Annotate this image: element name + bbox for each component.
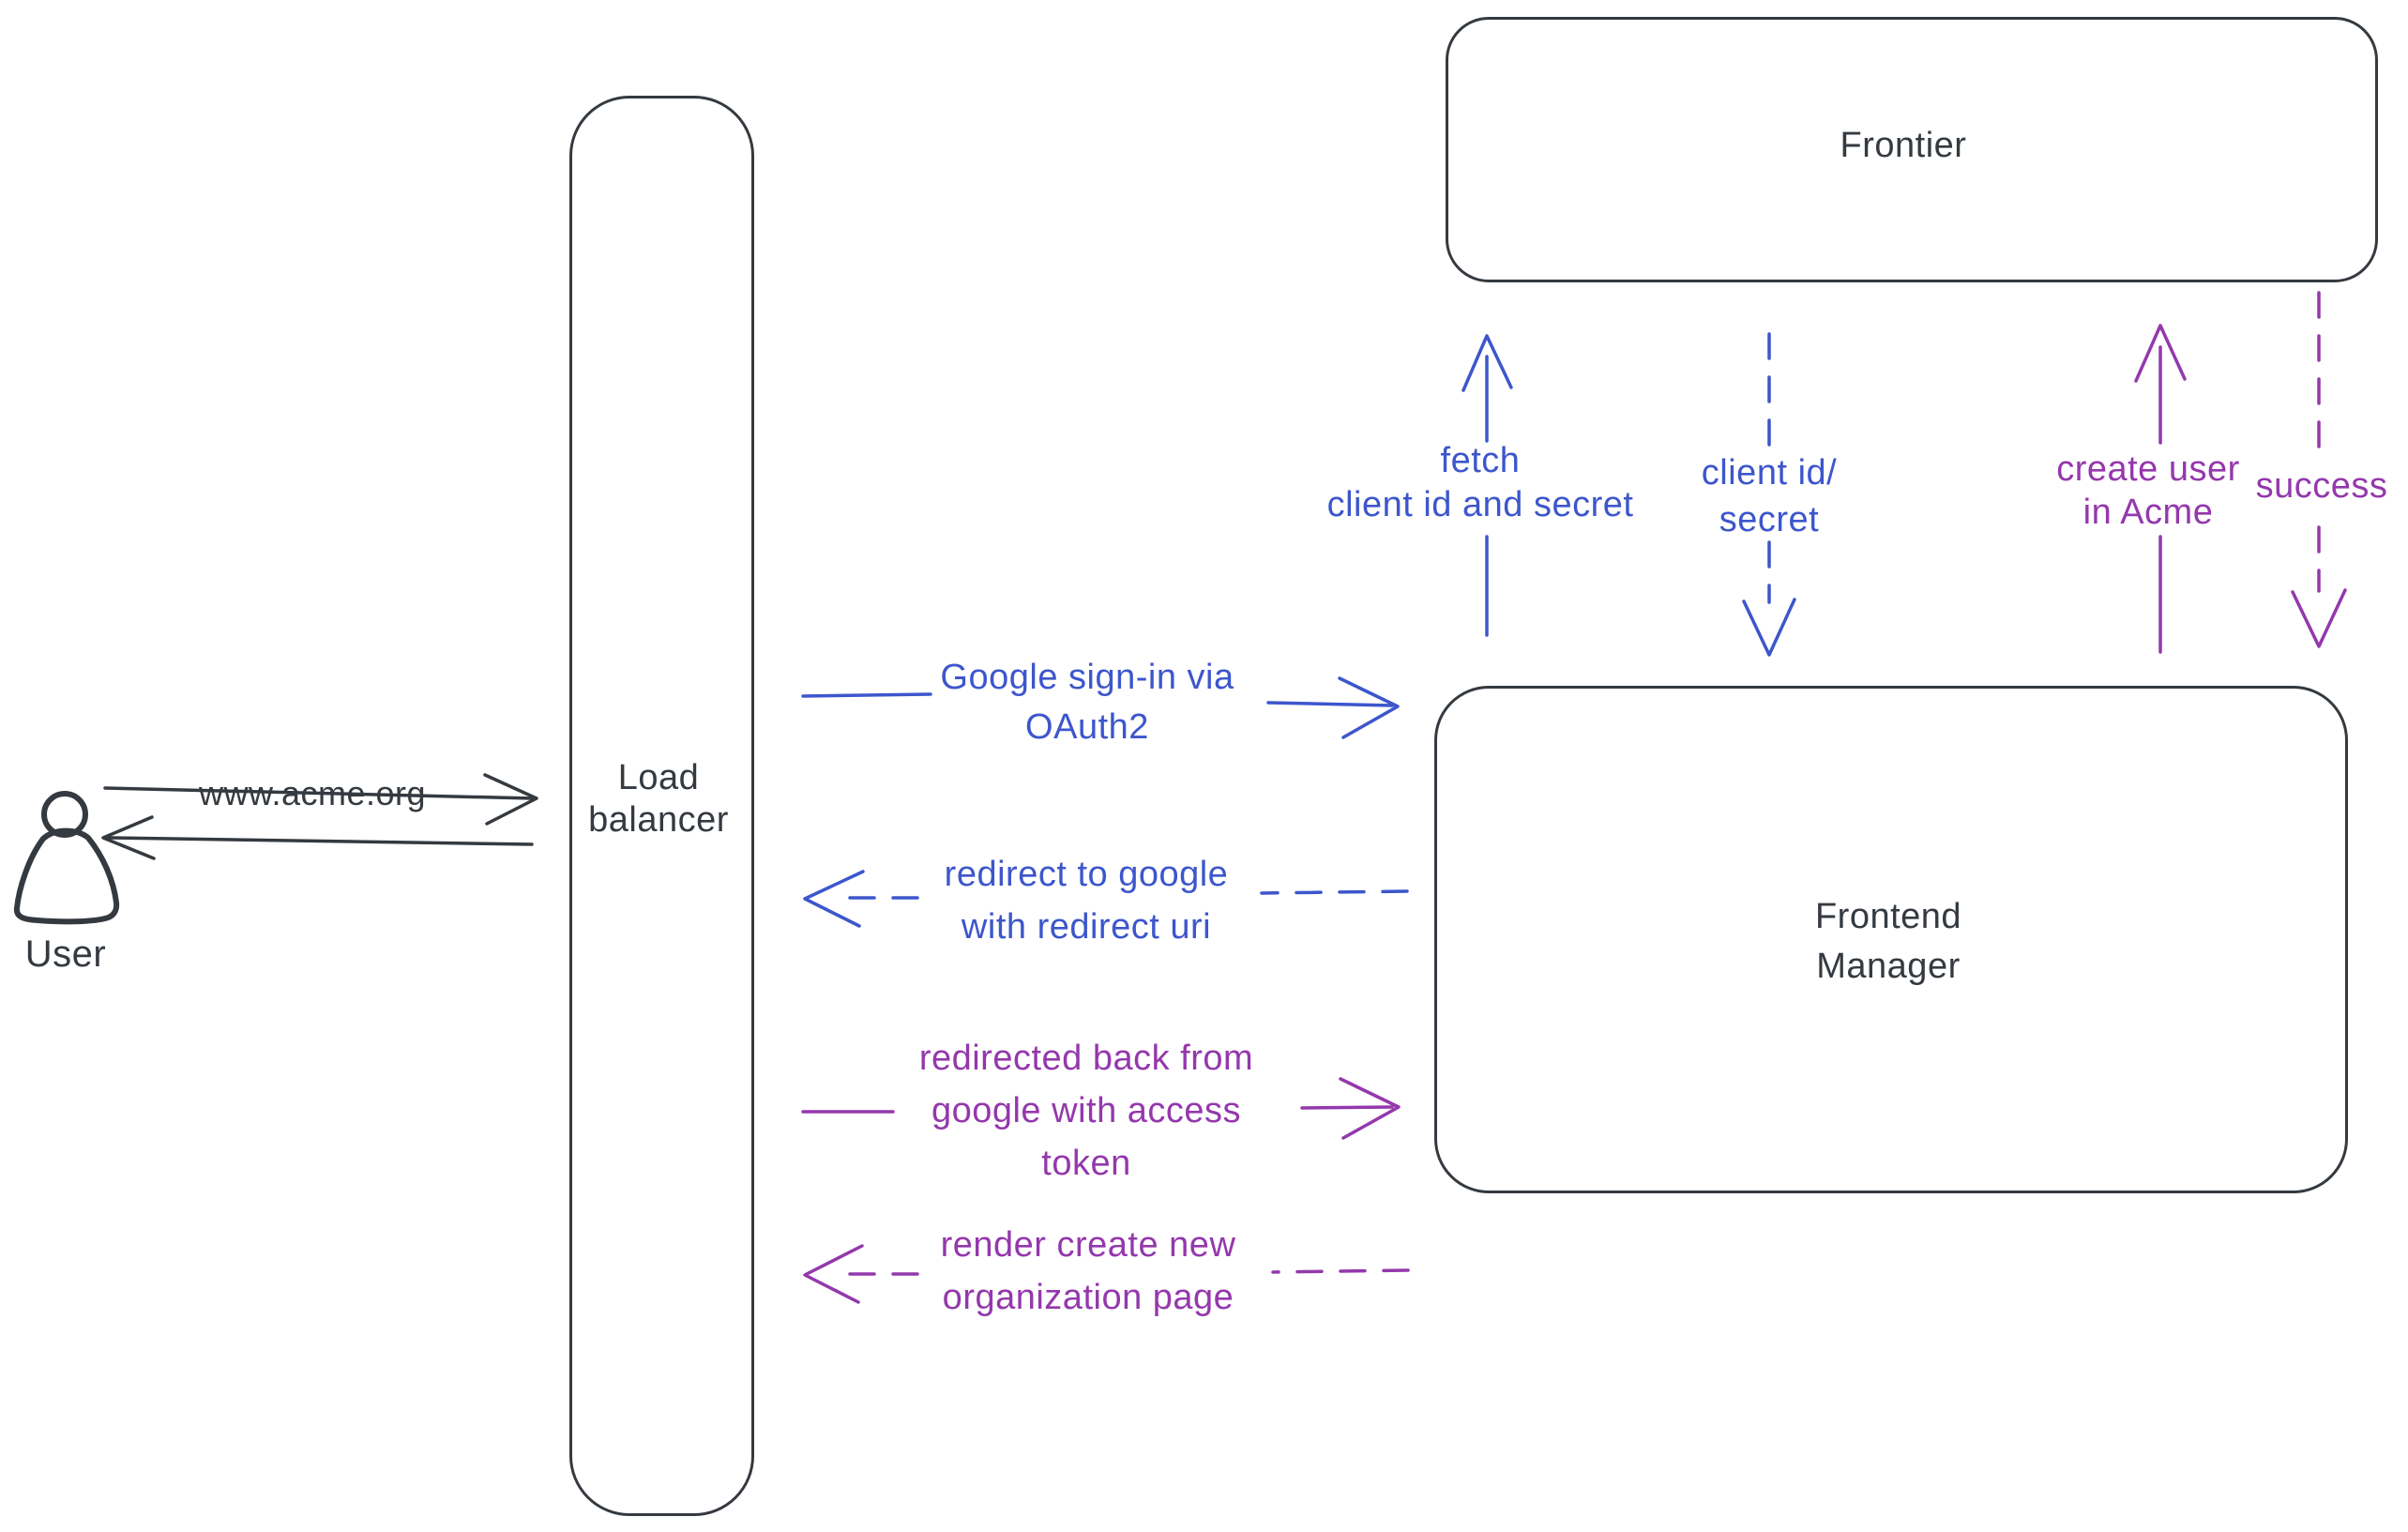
- node-load-balancer-box: [569, 96, 754, 1516]
- edge-label-create-user: create user in Acme: [2056, 447, 2240, 534]
- fetch-line1: fetch: [1440, 441, 1521, 480]
- user-label-text: User: [24, 933, 107, 975]
- arrowhead-down-icon: [2291, 588, 2347, 648]
- edge-label-render-create-org: render create new organization page: [941, 1219, 1236, 1324]
- load-balancer-label-line1: Load: [617, 758, 700, 797]
- arrow-www-acme: [103, 773, 538, 826]
- user-body: [13, 827, 120, 925]
- user-label: User: [25, 933, 106, 976]
- client-id-line2: secret: [1719, 500, 1820, 539]
- fetch-line2: client id and secret: [1326, 485, 1634, 524]
- arrow-success: [2291, 291, 2347, 648]
- create-user-line2: in Acme: [2082, 493, 2214, 532]
- node-frontier-box: [1446, 17, 2378, 282]
- arrowhead-up-icon: [1461, 334, 1513, 392]
- arrow-response-to-user: [101, 815, 534, 860]
- frontend-manager-label: Frontend Manager: [1815, 892, 1961, 992]
- arrow-create-user: [2134, 324, 2187, 654]
- edge-label-client-id-secret: client id/ secret: [1702, 449, 1837, 543]
- arrow-redirected-back: [801, 1077, 1401, 1140]
- arrowhead-left-icon: [101, 815, 156, 860]
- arrowhead-left-icon: [803, 870, 865, 928]
- arrow-fetch-client-secret: [1461, 334, 1513, 637]
- arrowhead-left-icon: [803, 1244, 864, 1304]
- arrow-render-create-org: [803, 1244, 1410, 1304]
- www-acme-text: www.acme.org: [198, 774, 427, 812]
- redirected-back-line2: google with access: [931, 1091, 1242, 1130]
- load-balancer-label: Load balancer: [588, 757, 729, 842]
- client-id-line1: client id/: [1701, 453, 1838, 493]
- arrow-redirect-to-google: [803, 870, 1409, 928]
- frontier-label-text: Frontier: [1840, 126, 1967, 165]
- edge-label-www-acme: www.acme.org: [199, 774, 426, 813]
- redirect-to-google-line2: with redirect uri: [961, 907, 1212, 947]
- google-signin-line2: OAuth2: [1025, 707, 1149, 747]
- frontier-label: Frontier: [1840, 126, 1967, 166]
- google-signin-line1: Google sign-in via: [940, 658, 1234, 697]
- arrow-client-id-secret: [1742, 332, 1796, 657]
- arrowhead-down-icon: [1742, 598, 1796, 657]
- render-create-org-line2: organization page: [942, 1278, 1234, 1317]
- user-head: [41, 791, 88, 838]
- create-user-line1: create user: [2056, 449, 2240, 489]
- frontend-manager-label-line2: Manager: [1816, 947, 1961, 986]
- arrowhead-up-icon: [2134, 324, 2187, 383]
- edge-label-redirect-to-google: redirect to google with redirect uri: [945, 848, 1229, 953]
- load-balancer-label-line2: balancer: [588, 800, 729, 840]
- edge-label-redirected-back: redirected back from google with access …: [919, 1032, 1253, 1190]
- arrowhead-right-icon: [1338, 676, 1400, 739]
- render-create-org-line1: render create new: [940, 1225, 1236, 1265]
- edge-label-success: success: [2256, 466, 2388, 507]
- user-person-icon: [13, 791, 120, 925]
- redirected-back-line1: redirected back from: [918, 1039, 1254, 1078]
- edge-label-google-signin: Google sign-in via OAuth2: [940, 653, 1234, 752]
- success-text: success: [2255, 466, 2388, 506]
- redirected-back-line3: token: [1041, 1144, 1131, 1183]
- node-frontend-manager-box: [1434, 686, 2348, 1193]
- redirect-to-google-line1: redirect to google: [944, 855, 1229, 894]
- arrow-google-signin: [801, 676, 1400, 739]
- frontend-manager-label-line1: Frontend: [1814, 897, 1962, 936]
- edge-label-fetch-client-secret: fetch client id and secret: [1327, 439, 1634, 527]
- arrowhead-right-icon: [483, 773, 538, 826]
- arrowhead-right-icon: [1339, 1077, 1401, 1140]
